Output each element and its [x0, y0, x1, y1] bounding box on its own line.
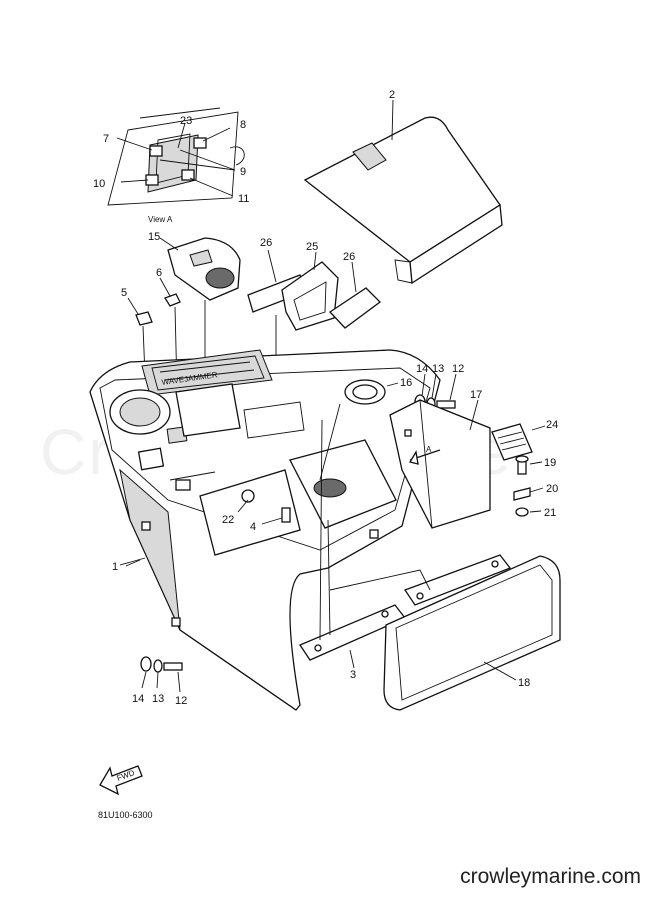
callout-6: 6	[156, 267, 162, 279]
callout-18: 18	[518, 677, 530, 689]
callout-10: 10	[93, 178, 105, 190]
view-a-inset: View A	[107, 107, 245, 224]
callout-25: 25	[306, 241, 318, 253]
grommet	[319, 379, 399, 481]
callout-26-left: 26	[260, 237, 272, 249]
callout-21: 21	[544, 507, 556, 519]
diagram-code: 81U100-6300	[98, 810, 153, 820]
callout-23: 23	[180, 115, 192, 127]
view-a-label: View A	[148, 215, 173, 224]
decal	[491, 423, 546, 461]
callout-14-upper: 14	[416, 363, 428, 375]
callout-26-right: 26	[343, 251, 355, 263]
hatch-cover	[303, 99, 503, 285]
view-a-arrow-label: A	[426, 445, 432, 454]
bracket-plate	[299, 419, 512, 669]
forward-arrow: FWD	[99, 765, 143, 796]
callout-12-lower: 12	[175, 695, 187, 707]
callout-1: 1	[112, 561, 118, 573]
deck-body	[89, 349, 441, 711]
callout-14-lower: 14	[132, 693, 144, 705]
callout-5: 5	[121, 287, 127, 299]
callout-22: 22	[222, 514, 234, 526]
steering-cover	[159, 237, 241, 375]
pad-holder-group	[247, 249, 381, 420]
bumper-pad	[383, 555, 561, 711]
callout-16: 16	[400, 377, 412, 389]
callouts: 1 2 3 4 5 6 7 8 9 10 11 12 12 13 13 14 1…	[93, 89, 558, 707]
callout-3: 3	[350, 669, 356, 681]
callout-7: 7	[103, 133, 109, 145]
callout-17: 17	[470, 389, 482, 401]
callout-9: 9	[240, 166, 246, 178]
callout-19: 19	[544, 457, 556, 469]
callout-11: 11	[238, 193, 249, 205]
callout-8: 8	[240, 119, 246, 131]
side-panel: A	[389, 399, 491, 529]
callout-20: 20	[546, 483, 558, 495]
callout-13-lower: 13	[152, 693, 164, 705]
callout-24: 24	[546, 419, 558, 431]
callout-2: 2	[389, 89, 395, 101]
callout-13-upper: 13	[432, 363, 444, 375]
small-hardware	[513, 455, 544, 517]
callout-4: 4	[250, 521, 256, 533]
website-url: crowleymarine.com	[460, 865, 641, 888]
lower-hardware	[140, 656, 183, 693]
callout-12-upper: 12	[452, 363, 464, 375]
callout-15: 15	[148, 231, 160, 243]
